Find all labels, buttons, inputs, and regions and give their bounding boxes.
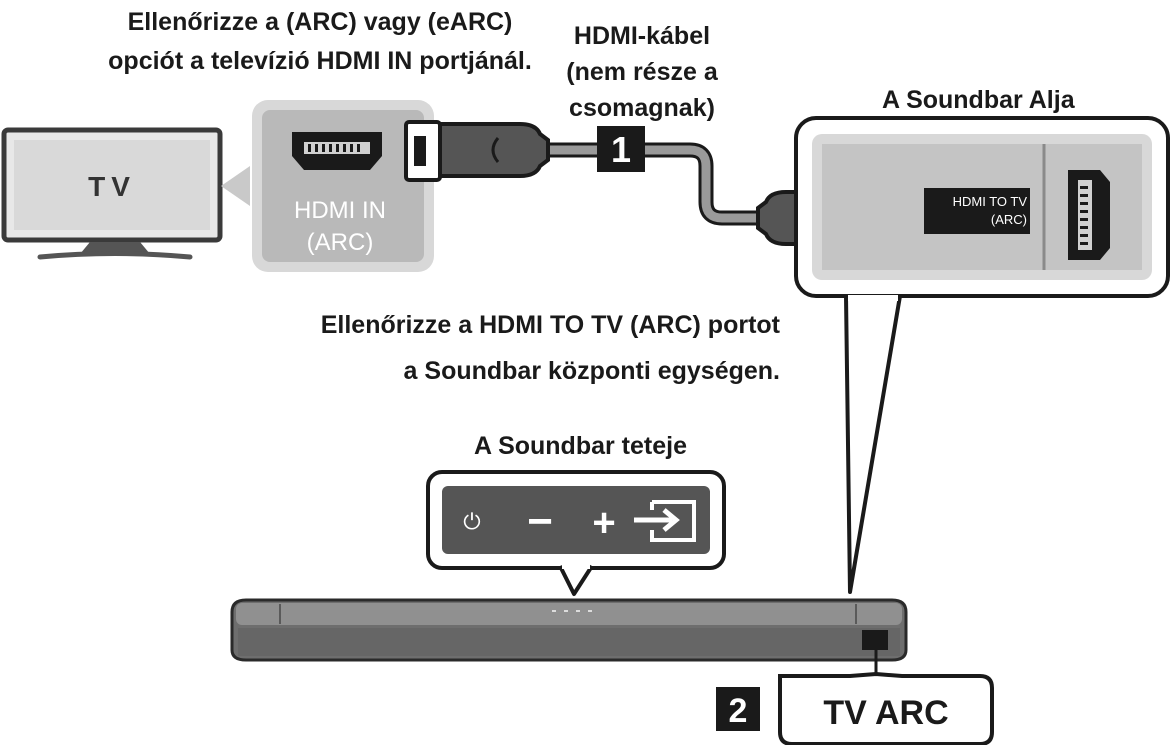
tv-arc-display: TV ARC bbox=[778, 671, 994, 745]
step-1-badge: 1 bbox=[597, 126, 645, 172]
control-panel-callout: ⏻ − + bbox=[426, 470, 726, 596]
hdmi-in-label-line1: HDMI IN bbox=[294, 197, 386, 224]
hdmi-to-tv-label-line2: (ARC) bbox=[991, 212, 1027, 227]
volume-up-icon: + bbox=[592, 501, 615, 545]
soundbar-top-label: A Soundbar teteje bbox=[474, 432, 687, 460]
hdmi-in-port-icon bbox=[292, 132, 382, 170]
step-2-badge: 2 bbox=[716, 687, 760, 731]
tv-arc-instruction: Ellenőrizze a (ARC) vagy (eARC) opciót a… bbox=[100, 8, 540, 76]
hdmi-cable-label: HDMI-kábel (nem része a csomagnak) bbox=[562, 18, 722, 126]
tv-arc-label: TV ARC bbox=[823, 694, 948, 732]
soundbar-bottom-panel: HDMI TO TV (ARC) bbox=[794, 116, 1170, 594]
hdmi-in-label-line2: (ARC) bbox=[307, 229, 374, 256]
hdmi-in-panel: HDMI IN (ARC) bbox=[221, 100, 434, 272]
hdmi-plug-left-icon bbox=[404, 120, 550, 182]
soundbar bbox=[230, 598, 908, 676]
soundbar-port-instruction-line1: Ellenőrizze a HDMI TO TV (ARC) portot bbox=[320, 311, 780, 339]
tv-icon: TV bbox=[1, 127, 223, 260]
step-2-number: 2 bbox=[729, 692, 748, 730]
tv-arc-instruction-line2: opciót a televízió HDMI IN portjánál. bbox=[108, 47, 532, 75]
power-icon: ⏻ bbox=[463, 509, 480, 534]
volume-down-icon: − bbox=[527, 497, 553, 546]
hdmi-to-tv-label-line1: HDMI TO TV bbox=[953, 194, 1028, 209]
soundbar-port-instruction-line2: a Soundbar központi egységen. bbox=[403, 357, 780, 385]
hdmi-to-tv-port-icon bbox=[1068, 170, 1110, 260]
tv-arc-instruction-line1: Ellenőrizze a (ARC) vagy (eARC) bbox=[127, 8, 513, 36]
tv-label: TV bbox=[88, 171, 136, 202]
hdmi-cable-label-line2: (nem része a bbox=[566, 58, 718, 86]
hdmi-cable-label-line3: csomagnak) bbox=[569, 94, 715, 122]
source-input-icon bbox=[634, 500, 696, 542]
soundbar-port-instruction: Ellenőrizze a HDMI TO TV (ARC) portot a … bbox=[300, 302, 780, 394]
soundbar-bottom-label: A Soundbar Alja bbox=[882, 86, 1075, 114]
hdmi-cable-label-line1: HDMI-kábel bbox=[573, 22, 711, 50]
soundbar-led-window bbox=[862, 630, 888, 650]
step-1-number: 1 bbox=[611, 129, 631, 170]
